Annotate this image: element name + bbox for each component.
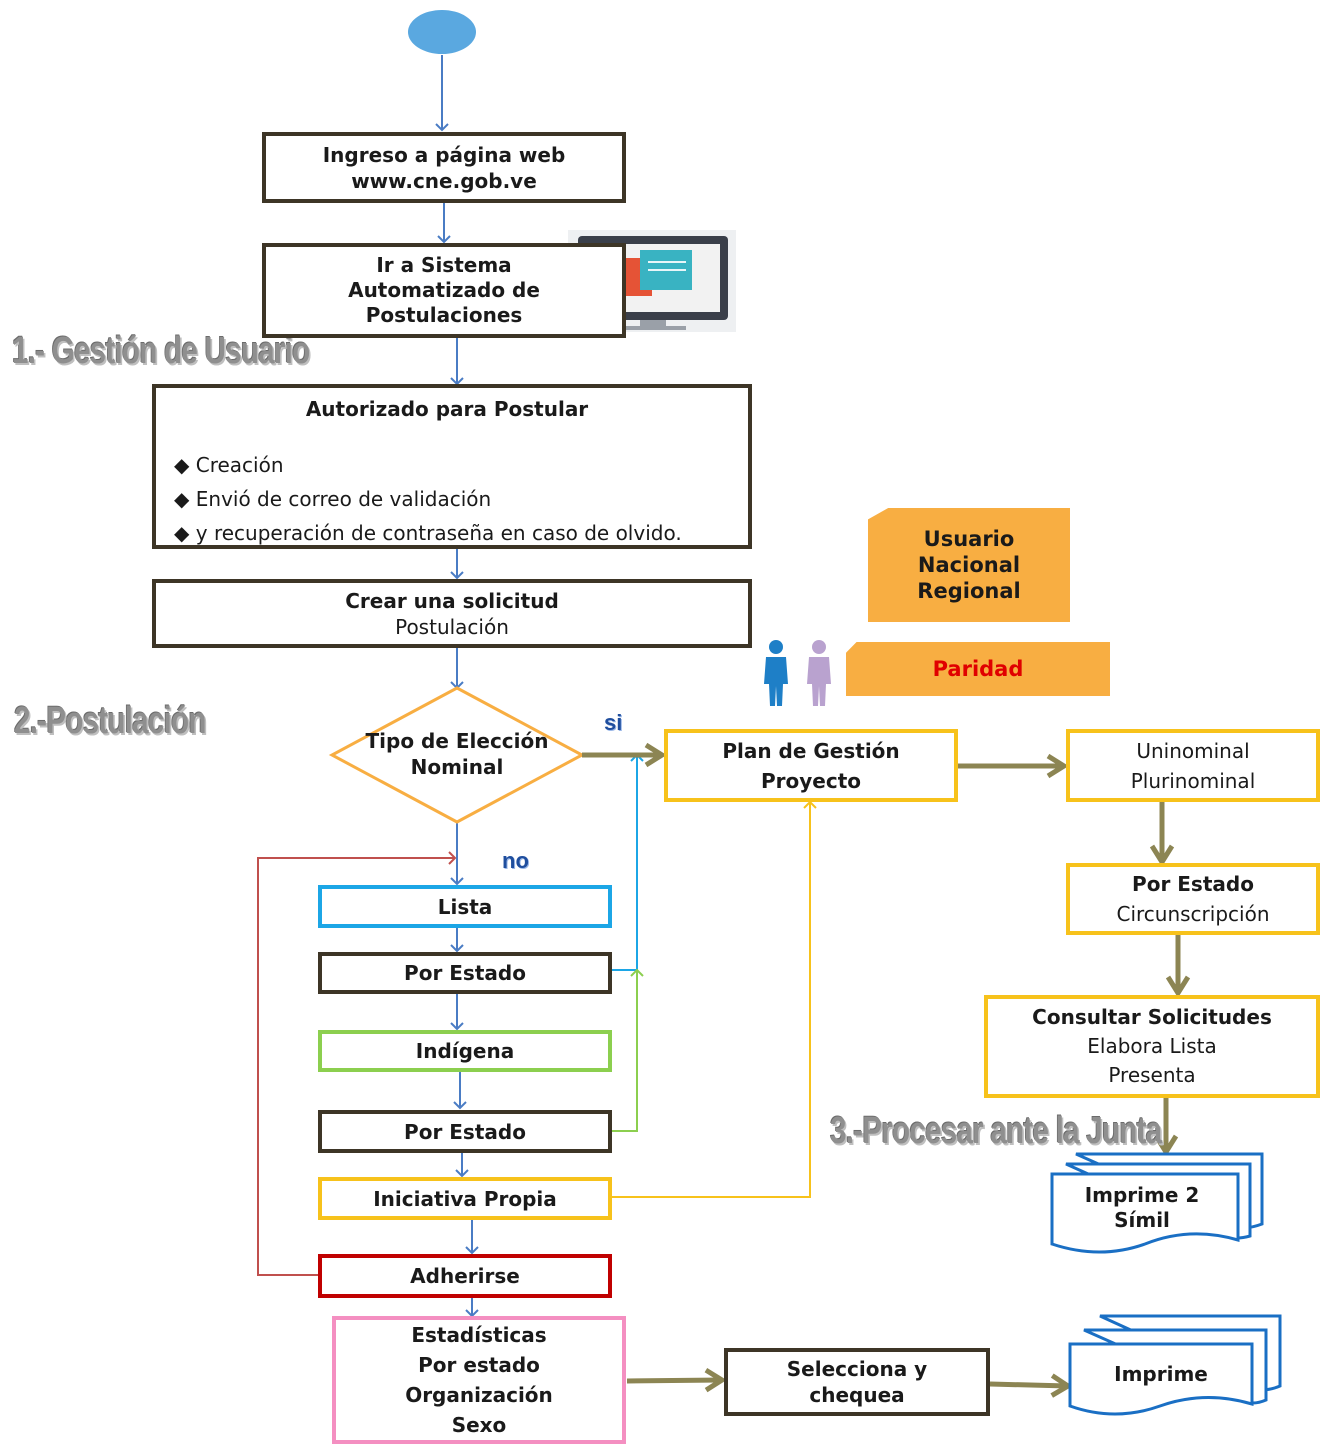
step-indigena: Indígena (318, 1030, 612, 1072)
autorizado-item-text: Creación (195, 453, 284, 477)
autorizado-item: ◆ Creación (174, 453, 284, 477)
step-lista: Lista (318, 885, 612, 928)
step-autorizado: Autorizado para Postular ◆ Creación ◆ En… (152, 384, 752, 549)
estadisticas-line3: Organización (405, 1383, 553, 1407)
crear-subtitle: Postulación (395, 614, 509, 639)
step-uninominal: Uninominal Plurinominal (1066, 729, 1320, 802)
step-iniciativa-propia: Iniciativa Propia (318, 1177, 612, 1220)
paridad-text: Paridad (932, 656, 1024, 681)
estadisticas-line2: Por estado (418, 1353, 540, 1377)
step-por-estado-3: Por Estado Circunscripción (1066, 863, 1320, 935)
plan-line1: Plan de Gestión (722, 738, 900, 763)
step-imprime: Imprime (1114, 1362, 1208, 1386)
uninominal-line2: Plurinominal (1130, 768, 1256, 793)
decision-line1: Tipo de Elección (365, 729, 549, 753)
autorizado-item: ◆ Envió de correo de validación (174, 487, 492, 511)
ingreso-line2: www.cne.gob.ve (351, 168, 537, 193)
imprime2-line1: Imprime 2 (1084, 1183, 1200, 1207)
step-imprime2: Imprime 2 Símil (1056, 1180, 1228, 1236)
uninominal-line1: Uninominal (1136, 738, 1250, 763)
step-por-estado-1: Por Estado (318, 952, 612, 994)
start-node (408, 10, 476, 54)
step-plan-gestion: Plan de Gestión Proyecto (664, 729, 958, 802)
badge-paridad: Paridad (846, 642, 1110, 696)
step-ingreso: Ingreso a página web www.cne.gob.ve (262, 132, 626, 203)
autorizado-item-text: y recuperación de contraseña en caso de … (195, 521, 682, 545)
usuario-line3: Regional (917, 579, 1021, 604)
imprime2-doc-icon (1050, 1152, 1264, 1254)
decision-line2: Nominal (410, 755, 504, 779)
estadisticas-line4: Sexo (451, 1413, 507, 1437)
no-label: no (502, 848, 529, 873)
step-estadisticas: Estadísticas Por estado Organización Sex… (332, 1316, 626, 1444)
autorizado-item: ◆ y recuperación de contraseña en caso d… (174, 521, 682, 545)
step-sistema: Ir a Sistema Automatizado de Postulacion… (262, 243, 626, 338)
badge-usuario: Usuario Nacional Regional (868, 508, 1070, 622)
consultar-line3: Presenta (1108, 1063, 1196, 1087)
usuario-line2: Nacional (917, 552, 1021, 577)
autorizado-item-text: Envió de correo de validación (195, 487, 492, 511)
imprime-doc-icon (1068, 1314, 1282, 1416)
plan-line2: Proyecto (760, 768, 862, 793)
section-postulacion: 2.-Postulación (14, 700, 206, 742)
step-adherirse: Adherirse (318, 1254, 612, 1298)
section-gestion-usuario: 1.- Gestión de Usuario (12, 330, 310, 372)
por-estado-3-title: Por Estado (1132, 872, 1254, 896)
estadisticas-line1: Estadísticas (411, 1323, 547, 1347)
step-crear-solicitud: Crear una solicitud Postulación (152, 579, 752, 648)
decision-label: Tipo de Elección Nominal (350, 724, 564, 784)
consultar-title: Consultar Solicitudes (1032, 1005, 1272, 1029)
sistema-line3: Postulaciones (365, 303, 523, 327)
step-por-estado-2: Por Estado (318, 1110, 612, 1153)
decision-diamond (328, 686, 586, 824)
selecciona-line1: Selecciona y (786, 1357, 928, 1381)
man-icon (764, 640, 788, 706)
sistema-line2: Automatizado de (348, 278, 540, 302)
step-consultar: Consultar Solicitudes Elabora Lista Pres… (984, 995, 1320, 1098)
por-estado-3-subtitle: Circunscripción (1116, 902, 1270, 926)
badge-usuario-text: Usuario Nacional Regional (917, 526, 1020, 605)
yes-label: si (604, 710, 623, 735)
ingreso-line1: Ingreso a página web (322, 142, 566, 167)
selecciona-line2: chequea (809, 1383, 905, 1407)
consultar-line2: Elabora Lista (1087, 1034, 1217, 1058)
usuario-line1: Usuario (923, 526, 1015, 551)
imprime2-line2: Símil (1114, 1208, 1170, 1232)
section-procesar-junta: 3.-Procesar ante la Junta (830, 1110, 1162, 1152)
autorizado-title: Autorizado para Postular (305, 397, 589, 421)
woman-icon (807, 640, 831, 706)
sistema-line1: Ir a Sistema (376, 253, 512, 277)
crear-title: Crear una solicitud (345, 588, 559, 613)
step-selecciona: Selecciona y chequea (724, 1348, 990, 1416)
